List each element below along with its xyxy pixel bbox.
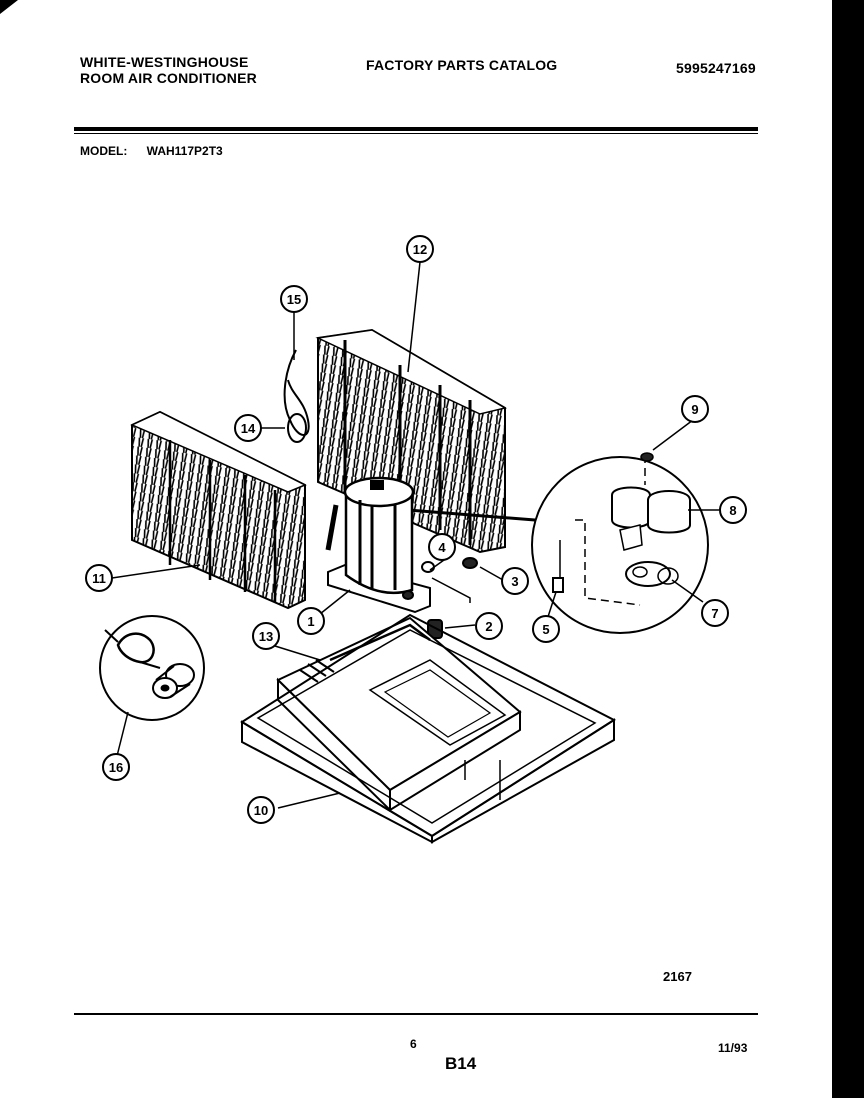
model-label: MODEL: — [80, 144, 128, 158]
svg-text:13: 13 — [259, 629, 273, 644]
catalog-part-number: 5995247169 — [676, 60, 756, 76]
evaporator-coil — [130, 410, 307, 610]
header-rule-thin — [74, 133, 758, 134]
svg-text:16: 16 — [109, 760, 123, 775]
callout-2: 2 — [475, 612, 503, 640]
drain-pan — [276, 616, 522, 813]
grommets — [402, 557, 478, 639]
brand-line-2: ROOM AIR CONDITIONER — [80, 70, 257, 86]
svg-text:3: 3 — [511, 574, 518, 589]
callout-5: 5 — [532, 615, 560, 643]
leader-lines — [111, 261, 719, 809]
svg-text:14: 14 — [241, 421, 256, 436]
base-tray — [240, 613, 617, 844]
brand-title: WHITE-WESTINGHOUSE ROOM AIR CONDITIONER — [80, 54, 257, 86]
detail-circle-relay — [531, 452, 709, 634]
section-code: B14 — [445, 1054, 477, 1073]
model-line: MODEL: WAH117P2T3 — [80, 144, 223, 158]
callout-1: 1 — [297, 607, 325, 635]
catalog-title: FACTORY PARTS CATALOG — [366, 57, 558, 73]
header-rule — [74, 127, 758, 131]
footer-rule — [74, 1013, 758, 1015]
callout-11: 11 — [85, 564, 113, 592]
detail-circle-capacitor — [99, 615, 205, 721]
callout-3: 3 — [501, 567, 529, 595]
svg-text:7: 7 — [711, 606, 718, 621]
svg-text:5: 5 — [542, 622, 549, 637]
callout-9: 9 — [681, 395, 709, 423]
svg-text:10: 10 — [254, 803, 268, 818]
callout-10: 10 — [247, 796, 275, 824]
drawing-number: 2167 — [663, 969, 692, 984]
svg-text:9: 9 — [691, 402, 698, 417]
callout-15: 15 — [280, 285, 308, 313]
svg-text:8: 8 — [729, 503, 736, 518]
model-value: WAH117P2T3 — [146, 144, 223, 158]
svg-text:2: 2 — [485, 619, 492, 634]
svg-text:12: 12 — [413, 242, 427, 257]
callout-4: 4 — [428, 533, 456, 561]
leader-dash — [431, 577, 471, 603]
callout-14: 14 — [234, 414, 262, 442]
callout-7: 7 — [701, 599, 729, 627]
scan-edge-border — [832, 0, 864, 1098]
svg-text:4: 4 — [438, 540, 446, 555]
capillary-tube — [283, 349, 310, 443]
compressor — [325, 476, 431, 614]
scan-corner-mark — [0, 0, 18, 14]
svg-text:15: 15 — [287, 292, 301, 307]
callout-16: 16 — [102, 753, 130, 781]
page-number: 6 — [410, 1037, 417, 1051]
svg-text:11: 11 — [92, 571, 106, 586]
callout-8: 8 — [719, 496, 747, 524]
brand-line-1: WHITE-WESTINGHOUSE — [80, 54, 249, 70]
catalog-date: 11/93 — [718, 1041, 748, 1055]
callout-13: 12 — [406, 235, 434, 263]
svg-text:1: 1 — [307, 614, 314, 629]
callout-12: 13 — [252, 622, 280, 650]
